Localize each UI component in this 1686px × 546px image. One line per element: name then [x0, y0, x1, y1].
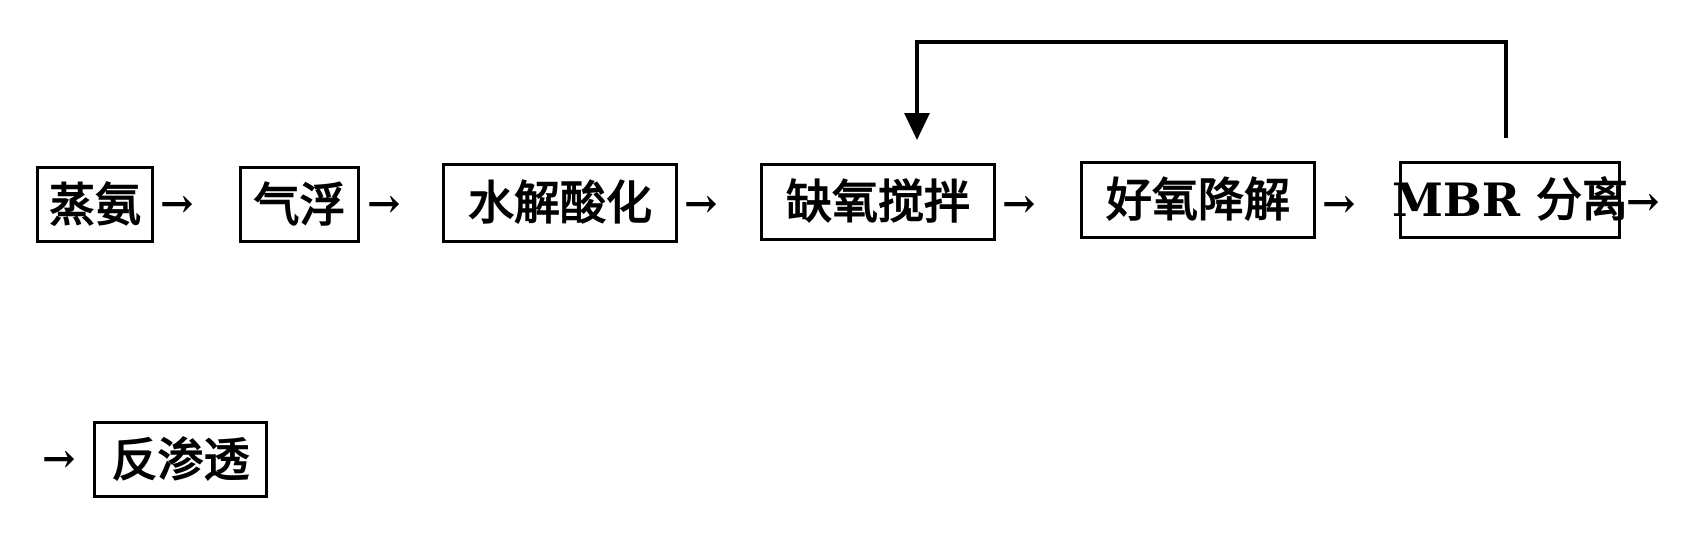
- step-ammonia-stripping: 蒸氨: [36, 166, 154, 243]
- flow-arrow-2: →: [367, 180, 401, 227]
- step-mbr-separation: MBR 分离: [1392, 161, 1628, 239]
- step-aerobic-degradation: 好氧降解: [1080, 161, 1316, 239]
- step-reverse-osmosis: 反渗透: [93, 421, 268, 498]
- flow-arrow-4: →: [1002, 180, 1036, 227]
- step-anoxic-stirring: 缺氧搅拌: [760, 163, 996, 241]
- step-air-flotation: 气浮: [239, 166, 360, 243]
- step-hydrolysis-acidification: 水解酸化: [442, 163, 678, 243]
- flow-arrow-7: →: [42, 435, 76, 482]
- flow-arrow-6: →: [1626, 178, 1660, 225]
- flow-arrow-1: →: [160, 180, 194, 227]
- flow-arrow-3: →: [684, 180, 718, 227]
- flow-arrow-5: →: [1322, 180, 1356, 227]
